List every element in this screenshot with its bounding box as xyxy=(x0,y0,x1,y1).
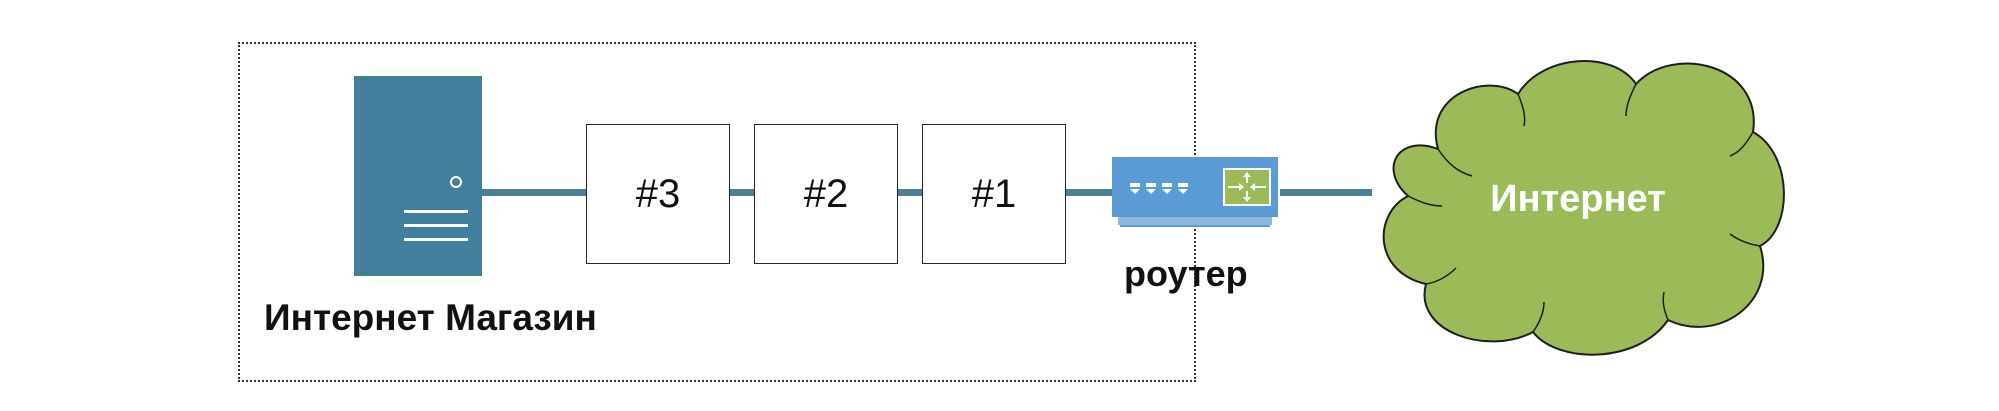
cloud-icon xyxy=(1382,60,1785,356)
shop-label: Интернет Магазин xyxy=(264,297,597,338)
server-vent xyxy=(404,238,468,241)
power-indicator xyxy=(450,176,462,188)
box-1: #1 xyxy=(922,124,1066,264)
box-3: #3 xyxy=(586,124,730,264)
box-label: #2 xyxy=(803,171,849,216)
server-icon xyxy=(354,76,482,276)
box-label: #1 xyxy=(971,171,1017,216)
link-router-cloud xyxy=(1280,189,1372,196)
link-box2-box1 xyxy=(898,189,922,196)
server-vent xyxy=(404,210,468,213)
cloud-label: Интернет xyxy=(1490,178,1666,220)
box-label: #3 xyxy=(635,171,681,216)
router-icon xyxy=(1112,157,1278,227)
box-2: #2 xyxy=(754,124,898,264)
link-box1-router xyxy=(1066,189,1112,196)
link-server-box3 xyxy=(482,189,586,196)
server-vent xyxy=(404,224,468,227)
router-label: роутер xyxy=(1124,253,1248,294)
link-box3-box2 xyxy=(730,189,754,196)
